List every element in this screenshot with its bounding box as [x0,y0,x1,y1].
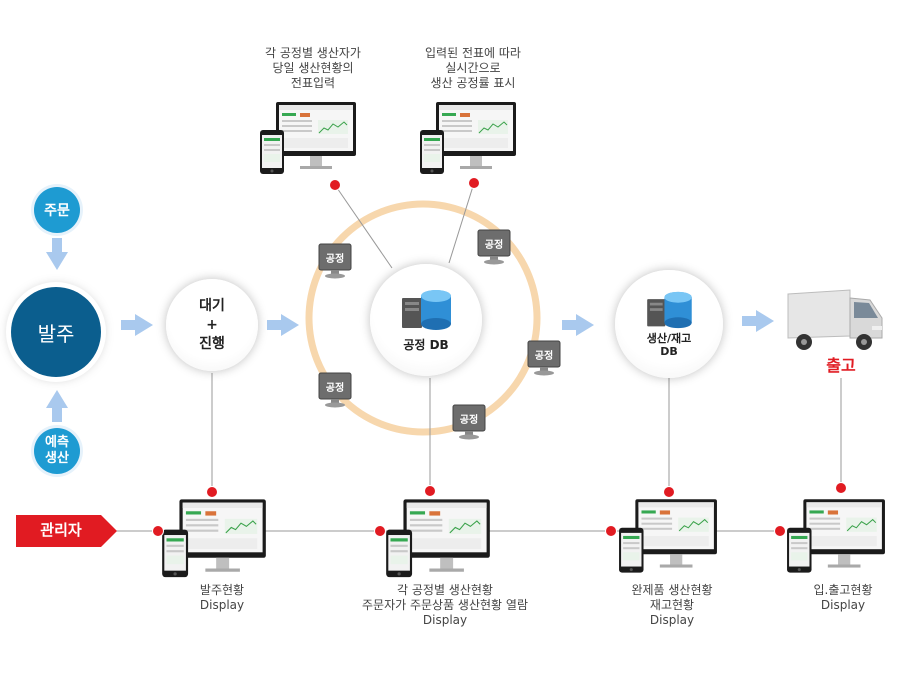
wait-node: 대기 + 진행 [166,279,258,371]
bottom-caption-1: 발주현황 Display [199,583,245,612]
wait-node-label: 대기 + 진행 [199,297,225,352]
monitor-icon [318,243,352,279]
top-left-device-icon [260,102,356,174]
top-right-caption: 입력된 전표에 따라 실시간으로 생산 공정률 표시 [425,46,521,90]
order-top-node: 주문 [34,187,80,233]
dot-bottom-2-top [425,486,435,496]
manager-arrow-shape [16,515,117,547]
bottom-caption-2: 각 공정별 생산현황 주문자가 주문상품 생산현황 열람 Display [361,583,528,627]
order-main-node: 발주 [11,287,101,377]
process-badge-1: 공정 [318,243,352,283]
stock-db-label: 생산/재고 DB [646,332,692,358]
device-bottom-3-icon [619,499,717,573]
connector-top-left [334,184,393,269]
dot-top-right [469,178,479,188]
process-db-label: 공정 DB [403,337,449,352]
shipping-label: 출고 [826,356,856,375]
dot-top-left [330,180,340,190]
process-badge-5: 공정 [452,404,486,444]
device-bottom-4-icon [787,499,885,573]
process-ring [305,200,541,436]
forecast-node: 예측 생산 [34,428,80,474]
connector-top-right [448,182,475,264]
monitor-icon [477,229,511,265]
database-server-icon [647,291,692,329]
dot-bottom-4-left [775,526,785,536]
database-server-icon [402,289,451,330]
dot-bottom-3-top [664,487,674,497]
device-bottom-2-icon [386,499,490,578]
process-badge-3: 공정 [527,340,561,380]
process-db-node: 공정 DB [370,264,482,376]
arrow-3 [562,314,594,336]
arrow-2 [267,314,299,336]
truck-icon [787,289,883,350]
process-badge-label: 공정 [325,383,345,394]
process-badge-4: 공정 [318,372,352,412]
bottom-caption-4: 입.출고현황 Display [813,583,873,612]
device-bottom-1-icon [162,499,266,578]
monitor-icon [452,404,486,440]
process-badge-label: 공정 [484,240,504,251]
dot-bottom-4-top [836,483,846,493]
top-left-caption: 각 공정별 생산자가 당일 생산현황의 전표입력 [265,46,361,90]
arrow-forecast-up [46,390,68,422]
arrow-4 [742,310,774,332]
process-badge-2: 공정 [477,229,511,269]
top-right-device-icon [420,102,516,174]
arrow-1 [121,314,153,336]
manager-label: 관리자 [40,521,82,539]
process-badge-label: 공정 [325,254,345,265]
monitor-icon [527,340,561,376]
bottom-caption-3: 완제품 생산현황 재고현황 Display [631,583,713,627]
process-badge-label: 공정 [459,415,479,426]
dot-bottom-2-left [375,526,385,536]
dot-bottom-3-left [606,526,616,536]
stock-db-node: 생산/재고 DB [615,270,723,378]
monitor-icon [318,372,352,408]
arrow-order-down [46,238,68,270]
dot-bottom-1-left [153,526,163,536]
dot-bottom-1-top [207,487,217,497]
process-badge-label: 공정 [534,351,554,362]
